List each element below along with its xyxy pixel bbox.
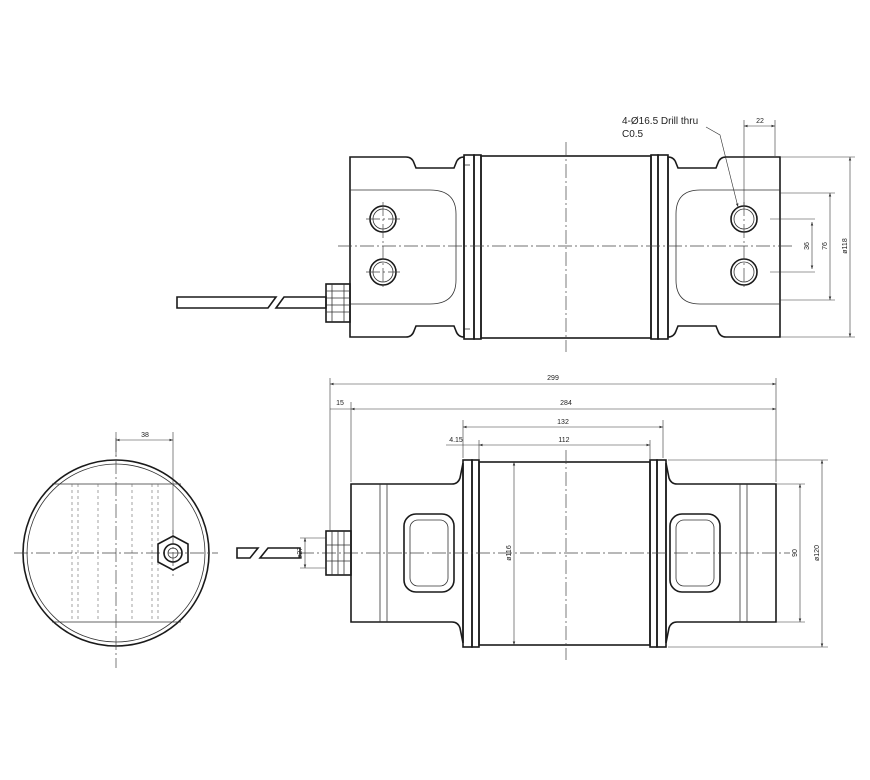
dim-top-diameter: ø118 — [842, 238, 849, 254]
dim-cable-diameter: ø27 — [297, 547, 304, 559]
top-view: 36 76 ø118 22 4-Ø16.5 Drill thru C0.5 — [176, 116, 855, 352]
top-right-flange — [650, 154, 659, 340]
front-column-body — [478, 461, 651, 646]
cable-gland-top — [325, 283, 351, 323]
dim-connector-length: 15 — [336, 400, 344, 407]
dim-end-offset: 38 — [141, 432, 149, 439]
top-left-block — [349, 156, 465, 338]
dim-bolt-span: 76 — [822, 242, 829, 250]
dim-column-outer: 132 — [557, 419, 569, 426]
top-left-flange — [463, 154, 475, 340]
note-chamfer: C0.5 — [622, 129, 644, 140]
top-right-block — [667, 156, 781, 338]
dim-hole-offset: 22 — [756, 118, 764, 125]
front-view: 299 284 15 132 112 4.15 ø116 90 ø120 ø27 — [236, 375, 828, 660]
note-drill: 4-Ø16.5 Drill thru — [622, 116, 698, 127]
cable-front — [236, 547, 301, 559]
dim-flange: 4.15 — [449, 437, 463, 444]
dim-overall-length: 299 — [547, 375, 559, 382]
cable-gland-front — [325, 530, 352, 576]
dim-hole-spacing: 36 — [804, 242, 811, 250]
cable-top — [176, 296, 327, 309]
dim-side-height: 90 — [792, 549, 799, 557]
dim-column-inner: 112 — [558, 437, 569, 444]
connector-hex-icon — [157, 535, 189, 571]
dim-column-diameter: ø116 — [506, 545, 513, 561]
dim-side-diameter: ø120 — [814, 545, 821, 561]
end-view: 38 — [14, 432, 218, 668]
dim-body-length: 284 — [560, 400, 572, 407]
